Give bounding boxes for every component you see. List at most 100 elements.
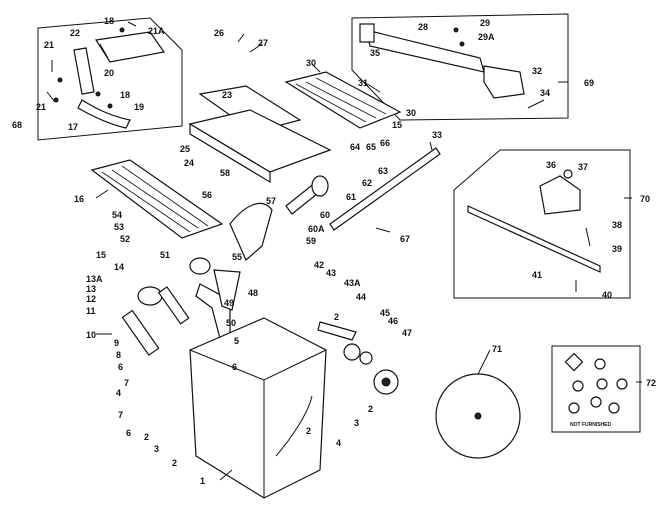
label-50: 50 xyxy=(226,318,236,328)
label-15: 15 xyxy=(96,250,106,260)
label-1: 1 xyxy=(200,476,205,486)
label-5: 5 xyxy=(234,336,239,346)
label-31: 31 xyxy=(358,78,368,88)
label-67: 67 xyxy=(400,234,410,244)
label-43a: 43A xyxy=(344,278,361,288)
label-37: 37 xyxy=(578,162,588,172)
label-53: 53 xyxy=(114,222,124,232)
leader-lines xyxy=(95,21,642,481)
label-21: 21 xyxy=(44,40,54,50)
label-10: 10 xyxy=(86,330,96,340)
part-36-gauge-head xyxy=(539,175,581,215)
label-34: 34 xyxy=(540,88,550,98)
label-21a: 21A xyxy=(148,26,165,36)
label-56: 56 xyxy=(202,190,212,200)
label-18: 18 xyxy=(120,90,130,100)
label-22: 22 xyxy=(70,28,80,38)
label-20: 20 xyxy=(104,68,114,78)
label-39: 39 xyxy=(612,244,622,254)
label-13: 13 xyxy=(86,284,96,294)
label-19: 19 xyxy=(134,102,144,112)
label-23: 23 xyxy=(222,90,232,100)
label-2: 2 xyxy=(334,312,339,322)
label-17: 17 xyxy=(68,122,78,132)
label-3: 3 xyxy=(154,444,159,454)
label-40: 40 xyxy=(602,290,612,300)
label-49: 49 xyxy=(224,298,234,308)
inset-69-fence xyxy=(351,13,569,121)
part-41-bar xyxy=(467,205,601,273)
part-46-collar xyxy=(359,351,373,365)
part-33-rail xyxy=(329,147,441,231)
label-69: 69 xyxy=(584,78,594,88)
label-16: 16 xyxy=(74,194,84,204)
label-6: 6 xyxy=(232,362,237,372)
label-24: 24 xyxy=(184,158,194,168)
label-7: 7 xyxy=(124,378,129,388)
label-41: 41 xyxy=(532,270,542,280)
label-62: 62 xyxy=(362,178,372,188)
label-13a: 13A xyxy=(86,274,103,284)
label-43: 43 xyxy=(326,268,336,278)
label-2: 2 xyxy=(144,432,149,442)
part-22-guard xyxy=(94,31,166,63)
label-47: 47 xyxy=(402,328,412,338)
label-15: 15 xyxy=(392,120,402,130)
label-2: 2 xyxy=(172,458,177,468)
label-8: 8 xyxy=(116,350,121,360)
part-28-fence-bar xyxy=(365,29,485,73)
label-28: 28 xyxy=(418,22,428,32)
label-46: 46 xyxy=(388,316,398,326)
label-65: 65 xyxy=(366,142,376,152)
part-17-arm xyxy=(77,99,131,129)
part-10-link xyxy=(121,309,160,356)
label-26: 26 xyxy=(214,28,224,38)
label-54: 54 xyxy=(112,210,122,220)
inset-72-washer-kit: NOT FURNISHED xyxy=(551,345,641,433)
label-48: 48 xyxy=(248,288,258,298)
part-32-lock xyxy=(483,65,525,99)
label-25: 25 xyxy=(180,144,190,154)
label-72: 72 xyxy=(646,378,656,388)
label-2: 2 xyxy=(306,426,311,436)
label-11: 11 xyxy=(86,306,96,316)
label-66: 66 xyxy=(380,138,390,148)
part-52-linkage xyxy=(229,202,273,261)
label-29: 29 xyxy=(480,18,490,28)
part-44-arbor xyxy=(317,321,357,341)
label-59: 59 xyxy=(306,236,316,246)
main-assembly xyxy=(90,71,521,499)
label-6: 6 xyxy=(118,362,123,372)
label-52: 52 xyxy=(120,234,130,244)
label-29a: 29A xyxy=(478,32,495,42)
label-60a: 60A xyxy=(308,224,325,234)
label-68: 68 xyxy=(12,120,22,130)
part-14-hub xyxy=(189,257,211,275)
label-12: 12 xyxy=(86,294,96,304)
part-49-link xyxy=(213,269,241,311)
label-38: 38 xyxy=(612,220,622,230)
part-15-extension xyxy=(284,71,402,129)
label-64: 64 xyxy=(350,142,360,152)
label-35: 35 xyxy=(370,48,380,58)
part-35-cap xyxy=(359,23,375,43)
kit-note: NOT FURNISHED xyxy=(570,422,612,428)
label-57: 57 xyxy=(266,196,276,206)
label-30: 30 xyxy=(406,108,416,118)
label-36: 36 xyxy=(546,160,556,170)
label-58: 58 xyxy=(220,168,230,178)
label-30: 30 xyxy=(306,58,316,68)
part-16-extension xyxy=(90,159,224,239)
part-11-link xyxy=(157,286,190,325)
label-32: 32 xyxy=(532,66,542,76)
label-4: 4 xyxy=(336,438,341,448)
label-61: 61 xyxy=(346,192,356,202)
label-51: 51 xyxy=(160,250,170,260)
label-18: 18 xyxy=(104,16,114,26)
label-33: 33 xyxy=(432,130,442,140)
part-20-bracket xyxy=(73,47,95,95)
part-13-pulley xyxy=(137,286,163,306)
label-2: 2 xyxy=(368,404,373,414)
label-60: 60 xyxy=(320,210,330,220)
label-6: 6 xyxy=(126,428,131,438)
